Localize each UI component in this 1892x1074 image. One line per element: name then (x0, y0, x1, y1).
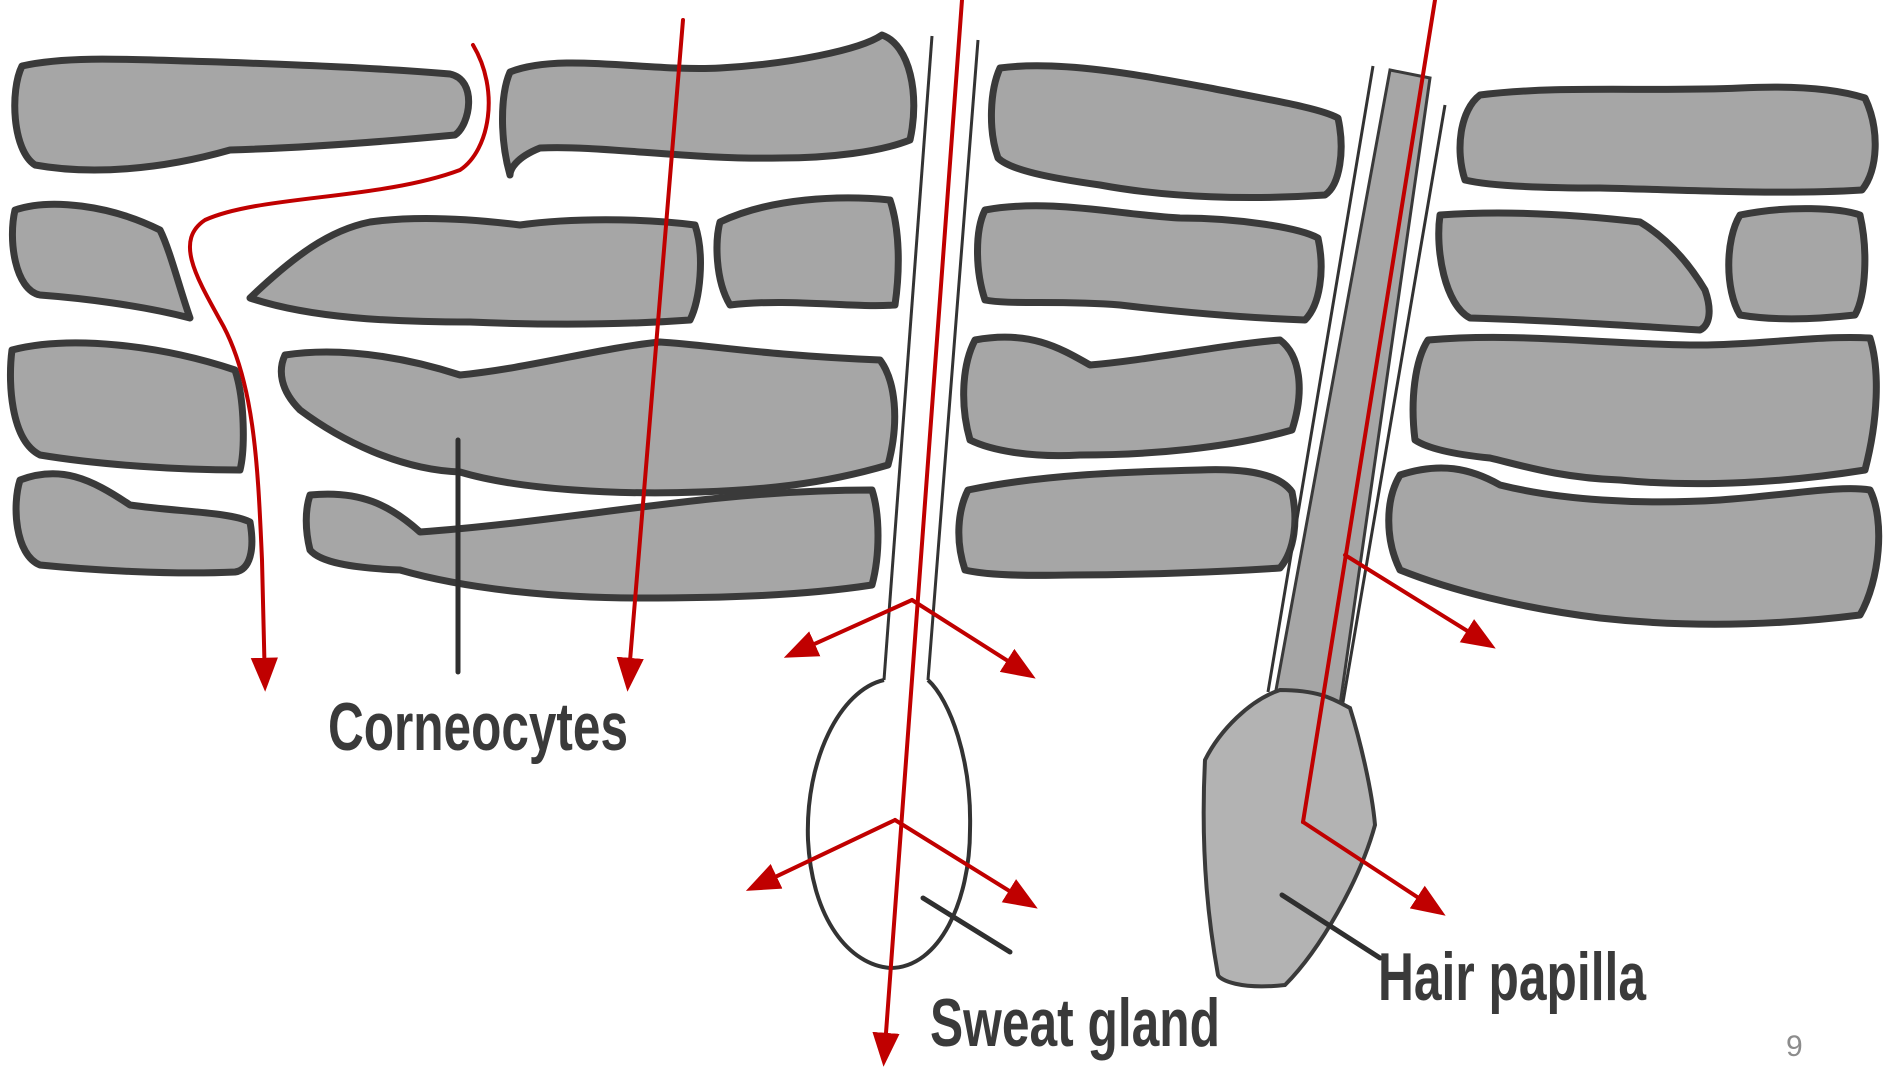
corneocyte-cell (1389, 468, 1879, 624)
corneocyte-cell (15, 59, 469, 170)
sweat-gland-diffusion-arrow-left (752, 820, 895, 888)
corneocyte-cell (1439, 213, 1709, 330)
sweat-gland-label: Sweat gland (930, 985, 1220, 1061)
corneocyte-cell (964, 337, 1300, 456)
corneocyte-layer-left (10, 35, 913, 598)
corneocyte-cell (503, 35, 914, 175)
corneocyte-cell (1460, 87, 1875, 192)
corneocyte-cell (10, 343, 243, 470)
corneocyte-layer-middle (959, 66, 1341, 576)
corneocyte-cell (991, 66, 1341, 198)
corneocyte-cell (306, 490, 878, 598)
corneocyte-cell (281, 342, 894, 493)
page-number: 9 (1786, 1030, 1803, 1063)
corneocyte-cell (978, 206, 1322, 320)
corneocyte-cell (12, 204, 190, 318)
corneocyte-cell (250, 219, 700, 325)
corneocyte-cell (1413, 337, 1876, 483)
corneocyte-layer-right (1389, 87, 1879, 624)
hair-papilla-bulb (1204, 690, 1375, 986)
corneocytes-label: Corneocytes (328, 689, 628, 765)
corneocyte-cell (959, 470, 1295, 576)
hair-papilla-label: Hair papilla (1378, 939, 1647, 1015)
corneocyte-cell (1729, 209, 1865, 319)
corneocyte-cell (16, 474, 252, 573)
corneocyte-cell (717, 198, 898, 306)
sweat-duct-diffusion-arrow-left (790, 600, 912, 655)
